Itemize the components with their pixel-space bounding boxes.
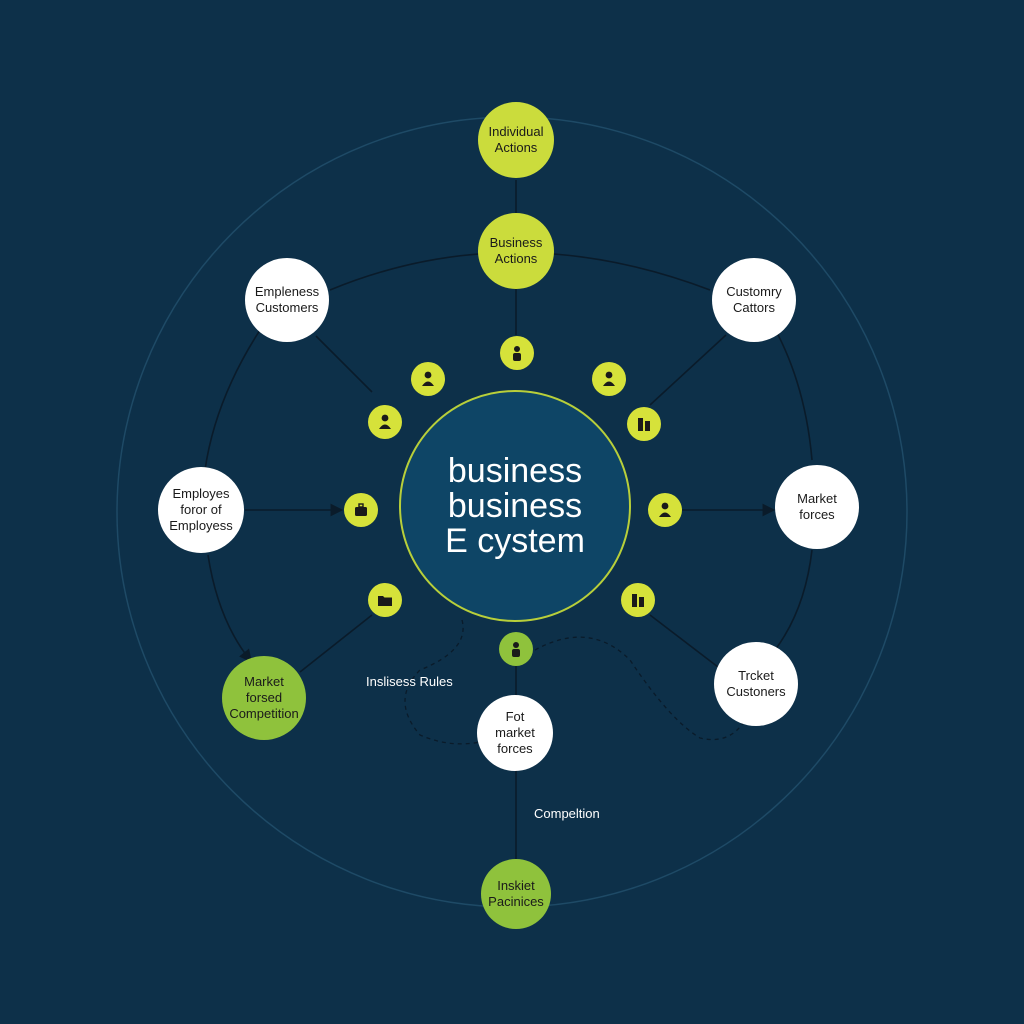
person-icon xyxy=(648,493,682,527)
person-icon xyxy=(411,362,445,396)
node-employes-employess-label: Employes foror of Employess xyxy=(169,486,233,533)
orbit-left-upper xyxy=(204,318,271,471)
node-fot-market-forces: Fot market forces xyxy=(477,695,553,771)
node-customry-cattors: Customry Cattors xyxy=(712,258,796,342)
node-individual-actions-label: Individual Actions xyxy=(488,124,544,155)
label-insliness-rules: Inslisess Rules xyxy=(366,674,453,689)
building-icon xyxy=(621,583,655,617)
orbit-left-lower xyxy=(207,554,252,663)
dashed-curve-right xyxy=(534,636,746,741)
center-hub-label: business business E cystem xyxy=(445,451,585,560)
orbit-right-lower xyxy=(774,549,813,651)
node-market-forces-label: Market forces xyxy=(797,491,837,522)
node-trcket-customers-label: Trcket Custoners xyxy=(726,668,786,699)
spoke-upper-left xyxy=(315,335,373,393)
spoke-upper-right xyxy=(649,334,727,406)
person-icon xyxy=(368,405,402,439)
center-hub: business business E cystem xyxy=(399,390,631,622)
node-empleness-customers-label: Empleness Customers xyxy=(254,284,320,315)
node-market-forces: Market forces xyxy=(775,465,859,549)
node-business-actions: Business Actions xyxy=(478,213,554,289)
node-fot-market-forces-label: Fot market forces xyxy=(495,709,535,756)
node-empleness-customers: Empleness Customers xyxy=(245,258,329,342)
briefcase-icon xyxy=(344,493,378,527)
person-icon xyxy=(500,336,534,370)
folder-icon xyxy=(368,583,402,617)
node-inskiet-pacinices-label: Inskiet Pacinices xyxy=(488,878,544,909)
label-compeltion: Compeltion xyxy=(534,806,600,821)
building-icon xyxy=(627,407,661,441)
spoke-lower-left xyxy=(299,614,373,673)
node-trcket-customers: Trcket Custoners xyxy=(714,642,798,726)
node-customry-cattors-label: Customry Cattors xyxy=(726,284,782,315)
node-market-forsed-competition-label: Market forsed Competition xyxy=(229,674,299,721)
person-icon xyxy=(592,362,626,396)
node-business-actions-label: Business Actions xyxy=(489,235,543,266)
node-employes-employess: Employes foror of Employess xyxy=(158,467,244,553)
node-market-forsed-competition: Market forsed Competition xyxy=(222,656,306,740)
person-icon xyxy=(499,632,533,666)
orbit-right-upper xyxy=(769,319,813,461)
node-inskiet-pacinices: Inskiet Pacinices xyxy=(481,859,551,929)
spoke-lower-right xyxy=(649,614,719,668)
node-individual-actions: Individual Actions xyxy=(478,102,554,178)
